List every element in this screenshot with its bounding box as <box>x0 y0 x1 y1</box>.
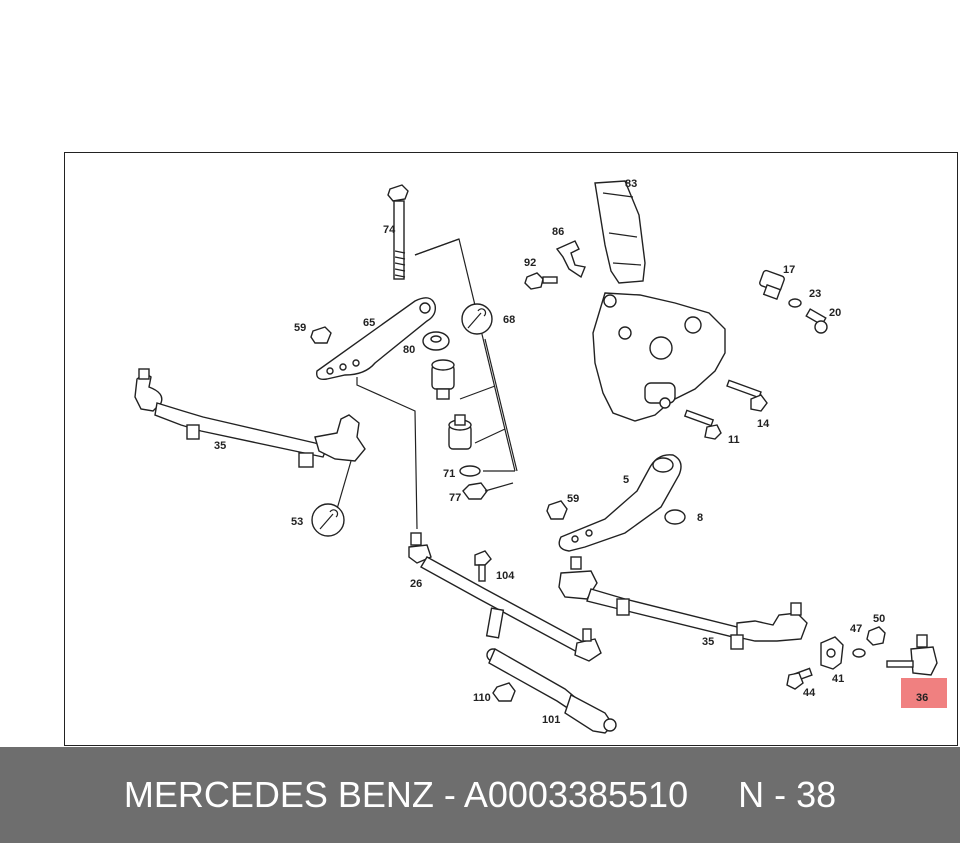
callout-44: 44 <box>803 687 816 699</box>
nut-50 <box>866 626 886 646</box>
drag-link-26 <box>408 532 602 662</box>
steering-gear-housing <box>592 180 726 422</box>
bolt-14 <box>726 379 768 412</box>
bolt-92 <box>524 272 558 290</box>
callout-17: 17 <box>783 264 795 276</box>
wrench-symbol-53 <box>311 503 345 537</box>
clamp-41 <box>820 636 844 670</box>
nut-59-right <box>546 500 568 520</box>
callout-65: 65 <box>363 317 375 329</box>
callout-68: 68 <box>503 314 515 326</box>
callout-35-left: 35 <box>214 440 226 452</box>
washer-23 <box>788 298 802 308</box>
callout-14: 14 <box>757 418 770 430</box>
nut-77 <box>462 482 488 500</box>
washer-8 <box>664 509 686 525</box>
callout-5: 5 <box>623 474 629 486</box>
bolt-11 <box>683 409 722 440</box>
wrench-symbol-68 <box>461 303 493 335</box>
callout-104: 104 <box>496 570 515 582</box>
ball-joint-36 <box>886 634 938 676</box>
clip-86 <box>555 240 586 279</box>
callout-101: 101 <box>542 714 560 726</box>
diagram-frame: 83 86 92 74 17 23 20 65 59 68 80 14 11 3… <box>64 152 958 746</box>
bushing-lower <box>448 414 472 450</box>
nut-59-left <box>310 326 332 344</box>
highlight-box-36 <box>901 678 947 708</box>
callout-8: 8 <box>697 512 703 524</box>
washer-71 <box>459 465 481 477</box>
nut-110 <box>492 682 516 702</box>
callout-23: 23 <box>809 288 821 300</box>
callout-74: 74 <box>383 224 396 236</box>
callout-41: 41 <box>832 673 844 685</box>
idler-arm-65 <box>316 297 437 381</box>
callout-77: 77 <box>449 492 461 504</box>
pitman-arm-5 <box>558 454 682 552</box>
callout-35-right: 35 <box>702 636 714 648</box>
bolt-44 <box>786 667 813 690</box>
callout-11: 11 <box>728 434 740 446</box>
sensor-17 <box>759 269 785 300</box>
part-number-caption: MERCEDES BENZ - A0003385510 N - 38 <box>123 774 837 815</box>
callout-83: 83 <box>625 178 637 190</box>
callout-53: 53 <box>291 516 303 528</box>
callout-86: 86 <box>552 226 564 238</box>
steering-damper-101 <box>486 648 617 734</box>
callout-36: 36 <box>916 692 928 704</box>
callout-59-left: 59 <box>294 322 306 334</box>
callout-80: 80 <box>403 344 415 356</box>
bushing-upper <box>431 359 455 400</box>
bolt-74 <box>387 184 409 280</box>
callout-71: 71 <box>443 468 455 480</box>
bolt-104 <box>474 550 492 582</box>
footer-bar: MERCEDES BENZ - A0003385510 N - 38 <box>0 747 960 843</box>
bolt-20 <box>805 308 828 334</box>
callout-50: 50 <box>873 613 885 625</box>
washer-80 <box>422 331 450 351</box>
callout-20: 20 <box>829 307 841 319</box>
callout-110: 110 <box>473 692 491 704</box>
steering-parts-diagram: 83 86 92 74 17 23 20 65 59 68 80 14 11 3… <box>134 178 947 734</box>
tie-rod-35-left <box>134 368 366 468</box>
callout-47: 47 <box>850 623 862 635</box>
callout-26: 26 <box>410 578 422 590</box>
callout-59-right: 59 <box>567 493 579 505</box>
tie-rod-35-right <box>558 556 808 650</box>
washer-47 <box>852 648 866 658</box>
callout-92: 92 <box>524 257 536 269</box>
